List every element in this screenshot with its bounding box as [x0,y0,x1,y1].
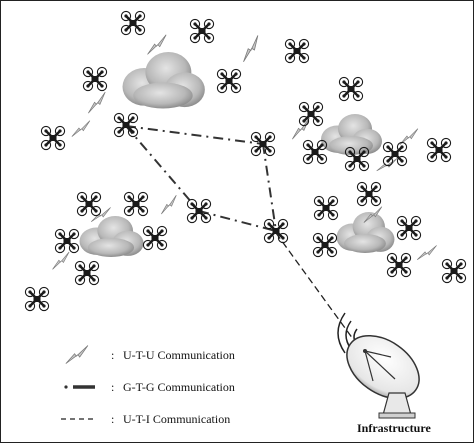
legend-uti-separator: : [111,412,115,426]
drone-icon [298,101,324,127]
cloud-icon [321,114,382,155]
drone-icon [76,191,102,217]
cloud-icon [122,52,205,109]
legend-uti-label: U-T-I Communication [123,412,231,426]
lightning-bolt-icon [287,117,315,140]
legend-gtg-label: G-T-G Communication [123,380,235,394]
lightning-bolt-icon [156,194,182,215]
gtg-link [125,125,200,212]
lightning-bolt-icon [83,91,111,114]
drone-icon [302,139,328,165]
drone-icon [382,141,408,167]
drone-icon [74,260,100,286]
satellite-dish-icon [337,312,420,419]
legend-utu-separator: : [111,348,115,362]
legend-gtg-symbol [64,385,95,389]
drone-icon [426,137,452,163]
drone-icon [142,225,168,251]
drone-icon [263,218,289,244]
drone-icon [216,68,242,94]
gtg-links [125,125,277,232]
drone-icon [40,125,66,151]
drone-icon [186,198,212,224]
drone-icon [396,215,422,241]
drone-icon [441,258,467,284]
lightning-bolt-icon [414,245,440,261]
lightning-bolt-icon [48,251,74,270]
lightning-bolt-icon [236,35,266,63]
lightning-bolt-icon [62,345,92,365]
infrastructure-label: Infrastructure [357,421,431,435]
drone-icon [82,66,108,92]
legend-gtg-separator: : [111,380,115,394]
gtg-link [262,143,277,232]
drone-icon [356,181,382,207]
drone-icon [313,195,339,221]
cloud-icon [79,216,144,257]
drone-icon [250,131,276,157]
drone-icon [312,232,338,258]
drone-icon [24,286,50,312]
drone-icon [189,18,215,44]
legend-utu-symbol [62,345,92,365]
drone-icon [123,191,149,217]
gtg-link [125,125,264,145]
drone-icon [386,252,412,278]
drone-icon [120,10,146,36]
legend-utu-label: U-T-U Communication [123,348,235,362]
drone-icon [338,76,364,102]
cloud-icon [336,212,395,253]
drone-icon [284,38,310,64]
lightning-bolt-icon [68,120,94,137]
lightning-bolt-icon [142,34,171,55]
gtg-link [198,210,277,232]
drone-icon [54,228,80,254]
drone-icon [113,112,139,138]
